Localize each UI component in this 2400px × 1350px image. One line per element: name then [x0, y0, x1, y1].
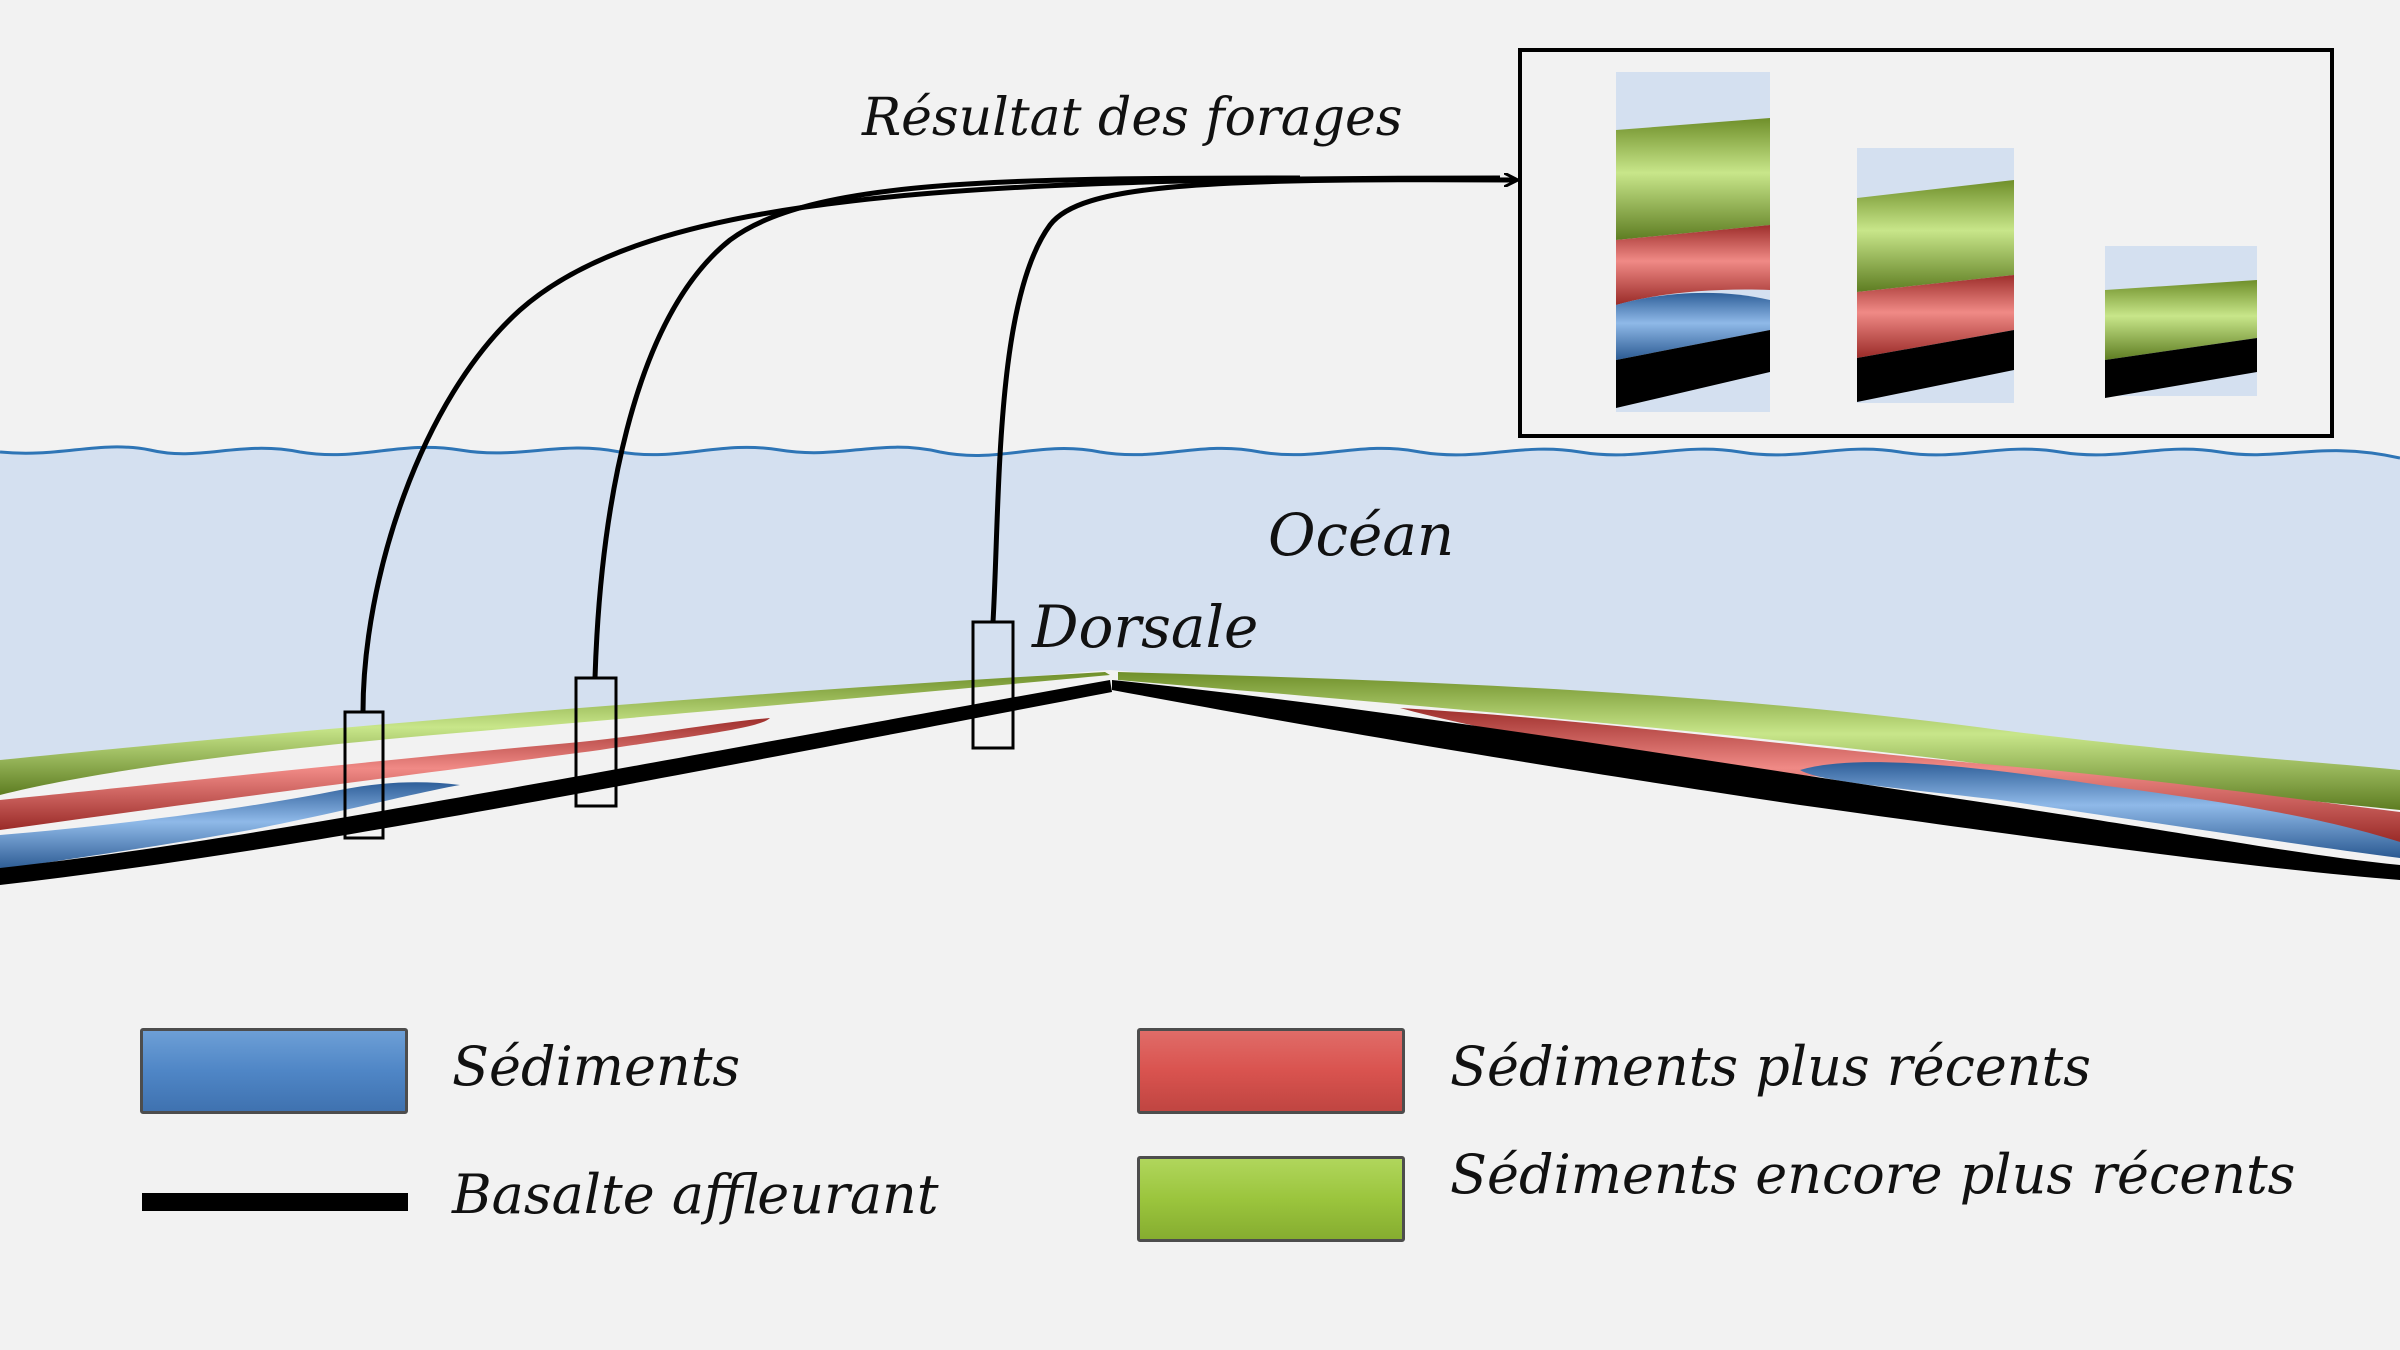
right-blue-layer: [1800, 762, 2400, 858]
drill-results-label: Résultat des forages: [862, 88, 1403, 148]
legend-swatch-recent: [1137, 1028, 1405, 1114]
left-basalt-layer: [0, 680, 1112, 885]
core-sample-3: [2105, 246, 2257, 398]
connector-line-3: [990, 180, 1516, 623]
legend-label-recent: Sédiments plus récents: [1450, 1035, 2091, 1098]
legend-label-more-recent: Sédiments encore plus récents: [1450, 1143, 2296, 1206]
core-sample-1: [1616, 72, 1770, 412]
ridge-label: Dorsale: [1032, 593, 1259, 661]
connector-line-2: [592, 175, 1301, 679]
ocean-water: [0, 446, 2400, 770]
legend-swatch-more-recent: [1137, 1156, 1405, 1242]
left-green-layer: [0, 672, 1110, 795]
legend-swatch-basalt: [142, 1193, 408, 1211]
legend-label-basalt: Basalte affleurant: [452, 1163, 939, 1226]
ocean-surface-line: [0, 445, 2400, 460]
right-basalt-layer: [1112, 680, 2400, 880]
connector-line-1: [360, 175, 1501, 713]
legend-label-sediments: Sédiments: [452, 1035, 741, 1098]
ocean-label: Océan: [1268, 501, 1455, 569]
legend-swatch-sediments: [140, 1028, 408, 1114]
core-sample-2: [1857, 148, 2014, 403]
